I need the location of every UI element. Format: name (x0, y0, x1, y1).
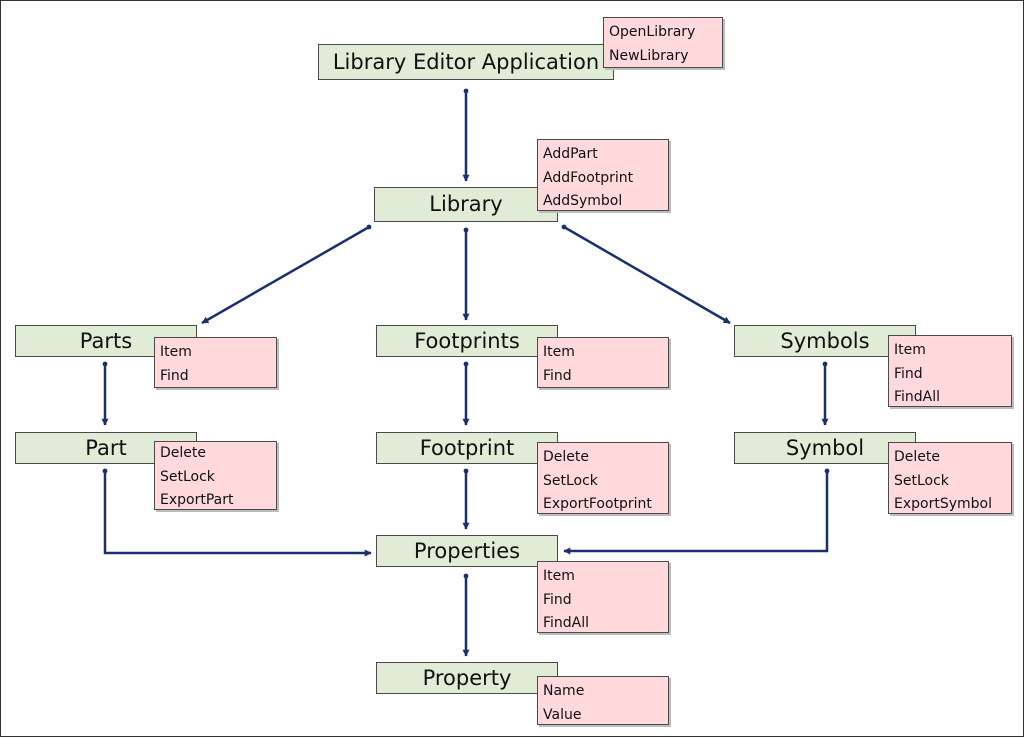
node-symbols: Symbols (734, 325, 916, 357)
method-find-all: FindAll (543, 615, 590, 631)
method-export-symbol: ExportSymbol (894, 496, 992, 512)
method-open-library: OpenLibrary (609, 24, 696, 40)
method-add-part: AddPart (543, 146, 598, 162)
method-value: Value (543, 706, 582, 723)
method-delete: Delete (543, 449, 589, 465)
method-set-lock: SetLock (543, 472, 598, 489)
method-delete: Delete (160, 445, 206, 461)
method-export-footprint: ExportFootprint (543, 496, 652, 512)
method-find-all: FindAll (894, 389, 941, 405)
methods-property: Name Value (537, 676, 669, 725)
method-delete: Delete (894, 449, 940, 465)
edge-library-to-symbols (561, 224, 731, 325)
method-set-lock: SetLock (160, 468, 215, 485)
method-item: Item (543, 568, 575, 584)
method-item: Item (160, 344, 192, 360)
edge-part-to-properties (102, 468, 372, 557)
node-property: Property (376, 662, 558, 694)
methods-footprints: Item Find (537, 337, 669, 388)
edge-symbol-to-properties (563, 468, 830, 555)
methods-library: AddPart AddFootprint AddSymbol (537, 139, 669, 211)
edge-library-to-parts (201, 224, 372, 325)
method-name: Name (543, 683, 585, 699)
node-footprints: Footprints (376, 325, 558, 357)
methods-symbols: Item Find FindAll (888, 335, 1012, 407)
node-library-editor-application: Library Editor Application (318, 44, 614, 80)
method-item: Item (543, 344, 575, 360)
node-properties: Properties (376, 535, 558, 567)
method-set-lock: SetLock (894, 472, 949, 489)
node-library: Library (374, 187, 558, 222)
method-item: Item (894, 342, 926, 358)
method-find: Find (894, 365, 923, 382)
method-find: Find (543, 591, 572, 608)
method-find: Find (543, 367, 572, 384)
methods-symbol: Delete SetLock ExportSymbol (888, 442, 1012, 514)
node-symbol: Symbol (734, 432, 916, 464)
method-add-footprint: AddFootprint (543, 169, 634, 186)
method-new-library: NewLibrary (609, 47, 689, 64)
methods-footprint: Delete SetLock ExportFootprint (537, 442, 669, 514)
edge-group (101, 88, 830, 657)
methods-part: Delete SetLock ExportPart (154, 441, 277, 510)
node-footprint: Footprint (376, 432, 558, 464)
method-find: Find (160, 367, 189, 384)
method-add-symbol: AddSymbol (543, 193, 623, 209)
methods-properties: Item Find FindAll (537, 561, 669, 633)
method-export-part: ExportPart (160, 492, 234, 508)
methods-parts: Item Find (154, 337, 277, 388)
methods-library-editor-application: OpenLibrary NewLibrary (603, 17, 723, 68)
